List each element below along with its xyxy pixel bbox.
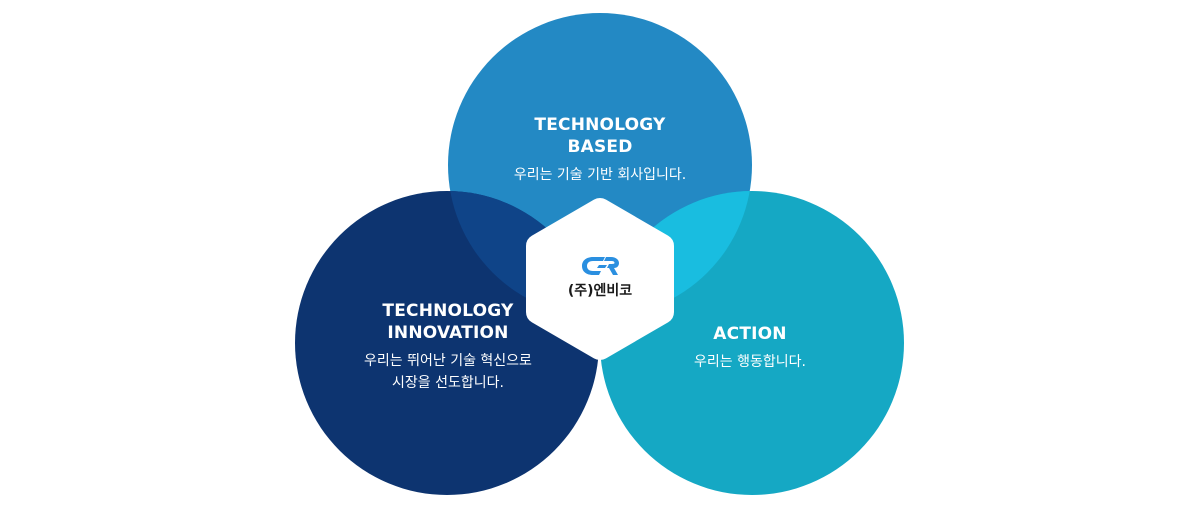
description-technology-based: 우리는 기술 기반 회사입니다. [513,167,687,183]
title-action: ACTION [713,324,787,344]
title-technology-based: TECHNOLOGY BASED [534,115,666,157]
center-badge: (주)엔비코 [530,256,670,300]
company-logo-icon [582,257,619,275]
label-action: ACTION 우리는 행동합니다. [630,323,870,373]
title-technology-innovation: TECHNOLOGY INNOVATION [382,301,514,343]
description-action: 우리는 행동합니다. [694,354,806,370]
company-name: (주)엔비코 [567,283,633,299]
label-technology-based: TECHNOLOGY BASED 우리는 기술 기반 회사입니다. [460,114,740,186]
description-technology-innovation: 우리는 뛰어난 기술 혁신으로 시장을 선도합니다. [364,353,532,391]
overlap-top-right [600,191,752,317]
overlap-top-left [448,191,599,317]
label-technology-innovation: TECHNOLOGY INNOVATION 우리는 뛰어난 기술 혁신으로 시장… [308,300,588,394]
center-hexagon [526,198,674,360]
